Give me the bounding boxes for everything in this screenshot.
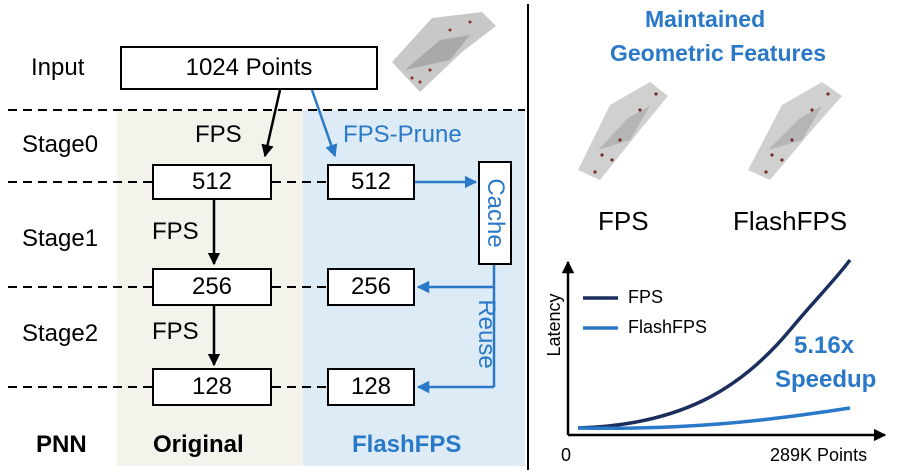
cache-label: Cache xyxy=(482,178,509,248)
stage2-label: Stage2 xyxy=(22,320,99,347)
title-line1: Maintained xyxy=(645,6,766,32)
original-128-box: 128 xyxy=(152,368,272,406)
reuse-label: Reuse xyxy=(473,299,500,369)
flash-512-box: 512 xyxy=(327,164,415,200)
legend-fps-label: FPS xyxy=(628,287,664,307)
vertical-divider xyxy=(527,4,529,470)
x-tick-left: 0 xyxy=(561,445,572,465)
speedup-line2: Speedup xyxy=(775,366,877,393)
footer-pnn: PNN xyxy=(36,431,87,458)
stage1-label: Stage1 xyxy=(22,225,99,252)
x-tick-right: 289K Points xyxy=(770,445,868,465)
original-512-box: 512 xyxy=(152,164,272,200)
fps-prune-label: FPS-Prune xyxy=(343,121,462,148)
series-fps-line xyxy=(577,258,852,430)
input-label: Input xyxy=(31,54,85,81)
stage-dashes xyxy=(8,181,327,388)
arrow-input-to-prune xyxy=(310,89,338,158)
fps-label-stage0: FPS xyxy=(195,121,242,148)
title-line2: Geometric Features xyxy=(610,40,827,66)
flash-256-box: 256 xyxy=(327,268,415,306)
stage0-label: Stage0 xyxy=(22,131,99,158)
flash-128-box: 128 xyxy=(327,368,415,406)
arrow-input-to-512 xyxy=(261,89,282,158)
point-cloud-fps-image xyxy=(578,82,668,180)
footer-original: Original xyxy=(153,431,244,458)
chart-ylabel: Latency xyxy=(544,293,564,357)
original-256-box: 256 xyxy=(152,268,272,306)
speedup-line1: 5.16x xyxy=(794,332,855,359)
series-flashfps-line xyxy=(577,406,851,431)
footer-flashfps: FlashFPS xyxy=(352,431,462,458)
point-cloud-flashfps-image xyxy=(748,82,842,180)
fps-label-stage1: FPS xyxy=(152,218,199,245)
caption-fps: FPS xyxy=(598,206,649,236)
legend-flashfps-label: FlashFPS xyxy=(628,317,708,337)
latency-chart xyxy=(561,258,887,442)
caption-flashfps: FlashFPS xyxy=(733,206,848,236)
cache-box xyxy=(478,161,512,265)
point-cloud-input-image xyxy=(392,12,496,92)
fps-label-stage2: FPS xyxy=(152,318,199,345)
input-box: 1024 Points xyxy=(120,46,378,90)
